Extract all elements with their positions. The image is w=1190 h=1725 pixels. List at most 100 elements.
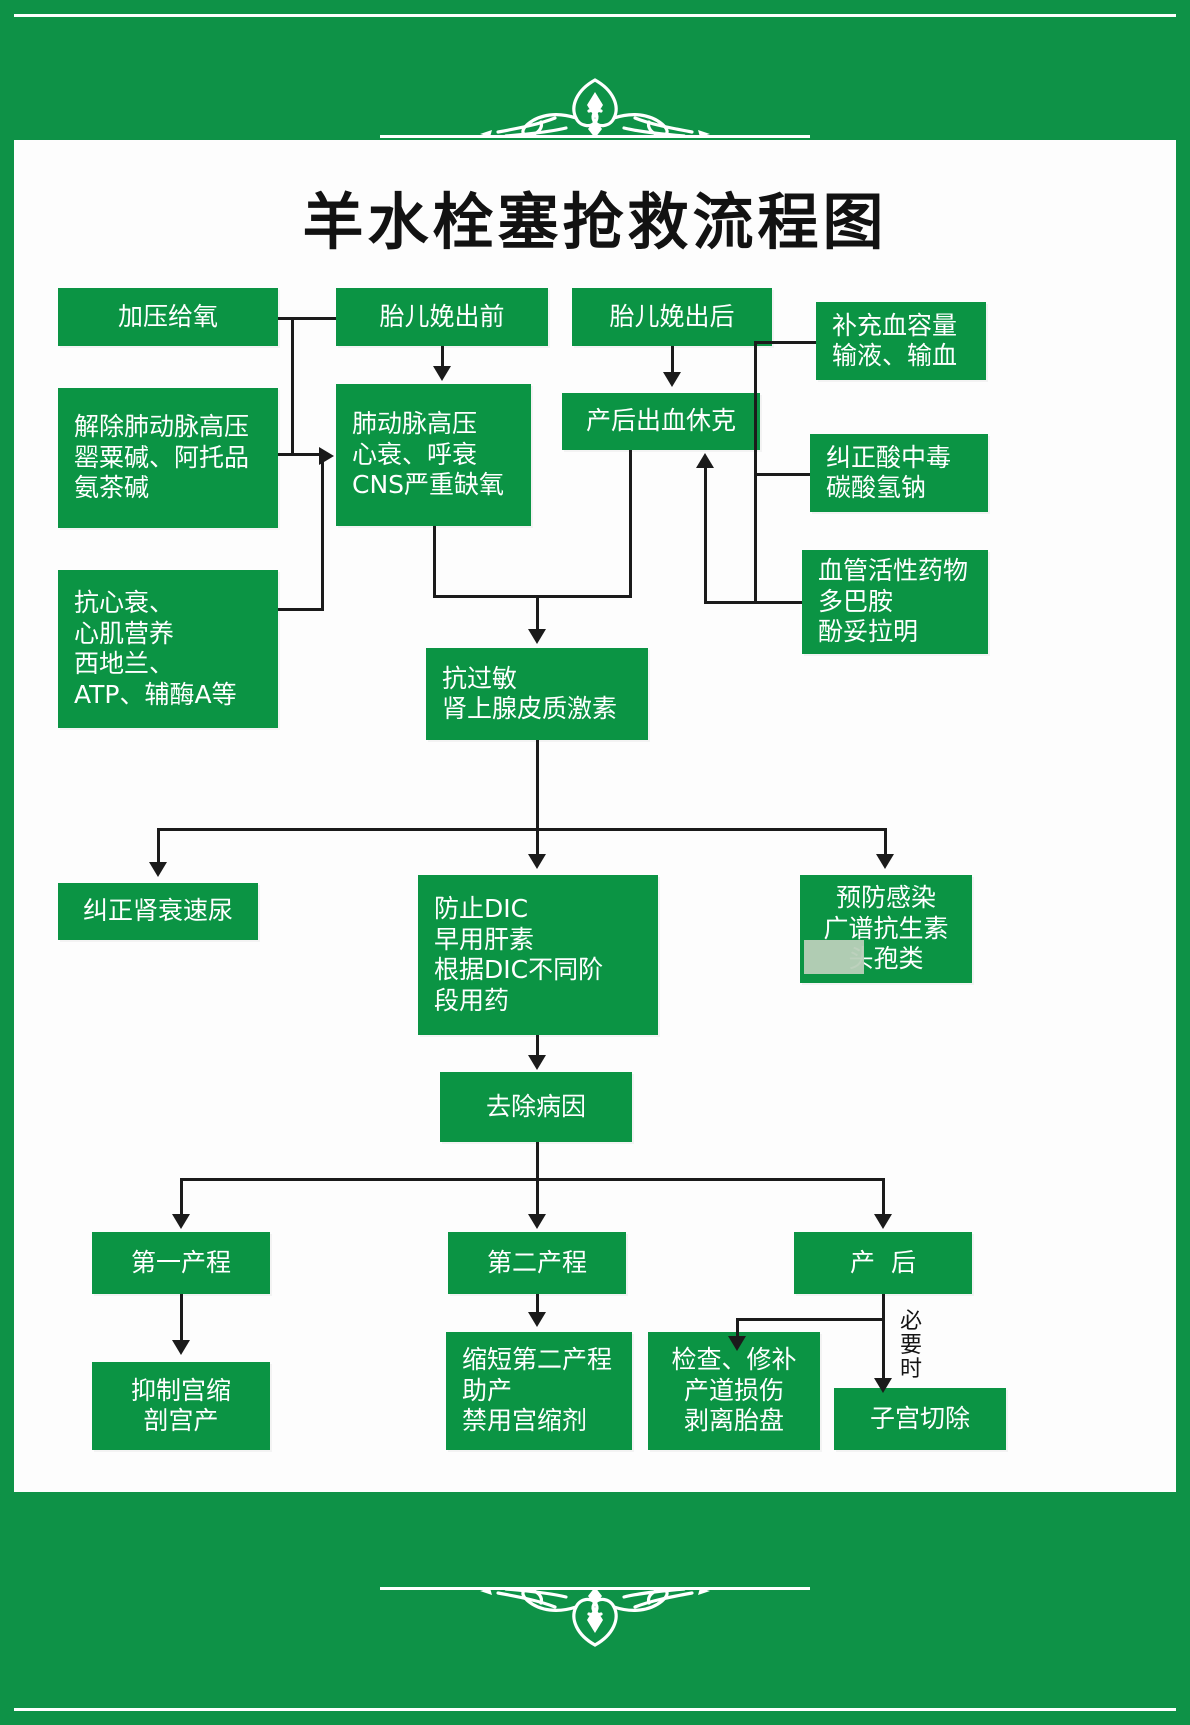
connector-stage-two-down xyxy=(536,1294,539,1314)
node-label: 剖宫产 xyxy=(143,1406,219,1435)
connector-relieve-to-pah xyxy=(278,453,324,456)
page-title: 羊水栓塞抢救流程图 xyxy=(302,187,888,258)
arrow-to-hysterectomy xyxy=(874,1378,892,1393)
node-repair-birth-canal[interactable]: 检查、修补 产道损伤 剥离胎盘 xyxy=(648,1332,820,1450)
edge-label-if-necessary: 必要时 xyxy=(899,1309,922,1383)
node-label: 多巴胺 xyxy=(818,586,894,616)
connector-remove-cause-down xyxy=(536,1142,539,1180)
arrow-before-delivery xyxy=(433,366,451,381)
node-vasoactive-drugs[interactable]: 血管活性药物 多巴胺 酚妥拉明 xyxy=(802,550,988,654)
connector-postpartum-left xyxy=(736,1318,884,1321)
node-remove-cause[interactable]: 去除病因 xyxy=(440,1072,632,1142)
node-relieve-pah[interactable]: 解除肺动脉高压 罂粟碱、阿托品 氨茶碱 xyxy=(58,388,278,528)
connector-stage-right xyxy=(882,1178,885,1216)
connector-ahf-right xyxy=(278,608,324,611)
node-postpartum[interactable]: 产 后 xyxy=(794,1232,972,1294)
node-label: 子宫切除 xyxy=(869,1403,970,1433)
node-label: CNS严重缺氧 xyxy=(352,470,505,500)
node-stage-two[interactable]: 第二产程 xyxy=(448,1232,626,1294)
arrow-right-bus-to-shock xyxy=(696,453,714,468)
node-label: 碳酸氢钠 xyxy=(826,473,927,502)
node-label: 去除病因 xyxy=(485,1091,586,1121)
node-label: 补充血容量 xyxy=(832,310,958,340)
node-label: 解除肺动脉高压 xyxy=(74,412,250,442)
node-blood-volume[interactable]: 补充血容量 输液、输血 xyxy=(816,302,986,380)
node-label: 段用药 xyxy=(434,985,510,1015)
connector-stage-left xyxy=(180,1178,183,1216)
arrow-to-repair-birth-canal xyxy=(728,1336,746,1351)
connector-pah-down xyxy=(433,526,436,598)
node-label: 肾上腺皮质激素 xyxy=(442,694,618,723)
floral-flourish-ornament-top xyxy=(0,70,1190,140)
node-label: 酚妥拉明 xyxy=(818,617,919,647)
node-label: 氨茶碱 xyxy=(74,473,150,503)
node-label: 心衰、呼衰 xyxy=(352,439,478,469)
node-label: ATP、辅酶A等 xyxy=(74,679,237,709)
node-label: 产 后 xyxy=(850,1247,916,1277)
node-label: 第一产程 xyxy=(130,1247,231,1277)
connector-before-delivery-down xyxy=(441,346,444,368)
node-label: 罂粟碱、阿托品 xyxy=(74,442,250,472)
node-shorten-stage-two[interactable]: 缩短第二产程 助产 禁用宫缩剂 xyxy=(446,1332,632,1450)
node-label: 早用肝素 xyxy=(434,924,535,954)
connector-stage-bus xyxy=(180,1178,884,1181)
node-label: 纠正酸中毒 xyxy=(826,442,952,472)
node-correct-acidosis[interactable]: 纠正酸中毒 碳酸氢钠 xyxy=(810,434,988,512)
frame-line-top xyxy=(14,14,1176,17)
node-label: 产后出血休克 xyxy=(585,406,736,436)
node-after-delivery[interactable]: 胎儿娩出后 xyxy=(572,288,772,346)
node-anti-heart-failure[interactable]: 抗心衰、 心肌营养 西地兰、 ATP、辅酶A等 xyxy=(58,570,278,728)
connector-split-right xyxy=(884,828,887,856)
node-antiallergy[interactable]: 抗过敏 肾上腺皮质激素 xyxy=(426,648,648,740)
node-label: 剥离胎盘 xyxy=(683,1406,784,1436)
arrow-to-stage-two xyxy=(528,1214,546,1229)
connector-right-bus-up xyxy=(704,468,707,603)
connector-right-bus-to-shock xyxy=(704,601,757,604)
connector-split-left xyxy=(157,828,160,864)
node-pressure-oxygen[interactable]: 加压给氧 xyxy=(58,288,278,346)
arrow-to-stage-one xyxy=(172,1214,190,1229)
connector-dic-down xyxy=(536,1035,539,1057)
arrow-after-delivery xyxy=(663,372,681,387)
node-renal-failure[interactable]: 纠正肾衰速尿 xyxy=(58,883,258,940)
node-label: 广谱抗生素 xyxy=(823,913,949,943)
connector-postpartum-to-repair xyxy=(736,1318,739,1338)
node-before-delivery[interactable]: 胎儿娩出前 xyxy=(336,288,548,346)
connector-shock-bus xyxy=(433,595,632,598)
node-label: 胎儿娩出后 xyxy=(609,301,735,331)
node-label: 胎儿娩出前 xyxy=(379,301,505,331)
node-label: 产道损伤 xyxy=(683,1375,784,1405)
node-label: 禁用宫缩剂 xyxy=(462,1406,588,1436)
connector-bus-to-antiallergy xyxy=(536,595,539,631)
connector-postpartum-down xyxy=(882,1294,885,1380)
connector-stage-one-down xyxy=(180,1294,183,1342)
connector-oxygen-right xyxy=(278,317,336,320)
arrow-to-shorten-stage-two xyxy=(528,1312,546,1327)
arrow-to-antiallergy xyxy=(528,629,546,644)
frame-line-bottom xyxy=(14,1708,1176,1711)
arrow-to-renal-failure xyxy=(149,862,167,877)
connector-vaso-left xyxy=(754,601,802,604)
node-pph-shock[interactable]: 产后出血休克 xyxy=(562,393,760,450)
connector-shock-down xyxy=(629,450,632,598)
node-label: 输液、输血 xyxy=(832,341,958,370)
floral-flourish-ornament-bottom xyxy=(0,1585,1190,1655)
connector-bloodvol-left xyxy=(754,341,816,344)
node-stage-one[interactable]: 第一产程 xyxy=(92,1232,270,1294)
node-label: 西地兰、 xyxy=(74,649,175,678)
node-label: 血管活性药物 xyxy=(818,556,969,586)
arrow-to-postpartum xyxy=(874,1214,892,1229)
node-label: 根据DIC不同阶 xyxy=(434,955,604,984)
node-label: 预防感染 xyxy=(835,883,936,913)
connector-oxygen-down xyxy=(291,317,294,455)
node-pah-state[interactable]: 肺动脉高压 心衰、呼衰 CNS严重缺氧 xyxy=(336,384,531,526)
node-label: 心肌营养 xyxy=(74,618,175,648)
node-label: 纠正肾衰速尿 xyxy=(82,896,233,926)
node-inhibit-contraction[interactable]: 抑制宫缩 剖宫产 xyxy=(92,1362,270,1450)
connector-split-bus xyxy=(157,828,887,831)
node-prevent-dic[interactable]: 防止DIC 早用肝素 根据DIC不同阶 段用药 xyxy=(418,875,658,1035)
node-hysterectomy[interactable]: 子宫切除 xyxy=(834,1388,1006,1450)
node-label: 防止DIC xyxy=(434,894,529,923)
node-label: 抗心衰、 xyxy=(74,588,175,617)
